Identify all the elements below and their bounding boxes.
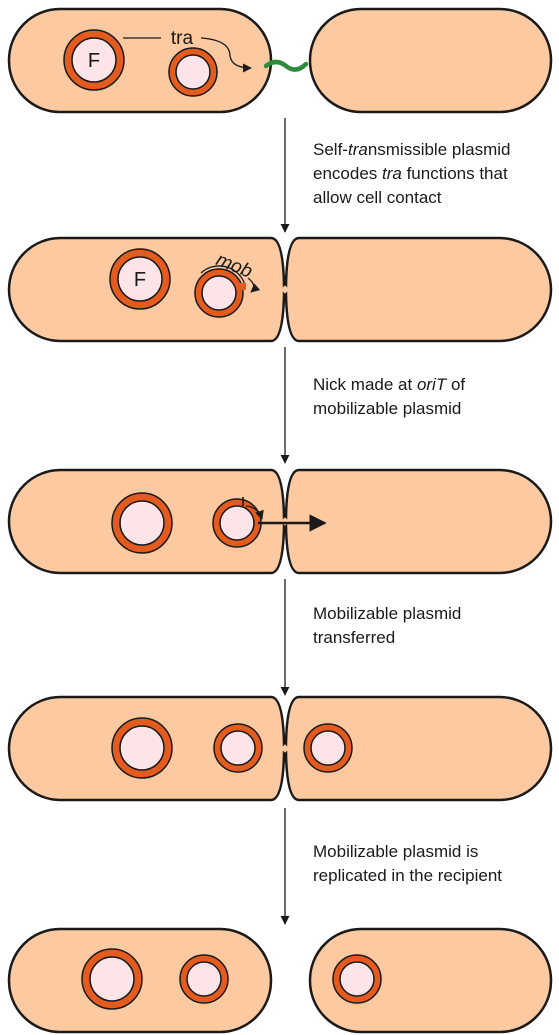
f-plasmid: F <box>64 30 124 90</box>
tra-label: tra <box>171 28 194 49</box>
caption-line: allow cell contact <box>313 186 559 210</box>
f-plasmid <box>112 718 172 778</box>
caption-line: mobilizable plasmid <box>313 397 559 421</box>
step-2-caption: Nick made at oriT of mobilizable plasmid <box>313 373 559 421</box>
row-3-nicked-transfer <box>9 470 551 573</box>
f-plasmid <box>82 949 142 1009</box>
caption-line: Mobilizable plasmid is <box>313 840 559 864</box>
mobilizable-plasmid <box>180 955 228 1003</box>
caption-line: replicated in the recipient <box>313 864 559 888</box>
row-1-separate-cells: F tra <box>9 9 551 112</box>
caption-line: transferred <box>313 626 559 650</box>
row-2-cell-contact: F mob <box>9 238 551 341</box>
f-plasmid: F <box>110 249 170 309</box>
step-4-caption: Mobilizable plasmid is replicated in the… <box>313 840 559 888</box>
caption-line: encodes tra functions that <box>313 162 559 186</box>
f-plasmid <box>112 493 172 553</box>
step-1-caption: Self-transmissible plasmid encodes tra f… <box>313 138 559 210</box>
mating-pair <box>9 238 551 341</box>
row-4-transferred <box>9 697 551 800</box>
row-5-separated <box>9 929 551 1032</box>
mobilizable-plasmid <box>214 724 262 772</box>
mobilizable-plasmid <box>169 48 217 96</box>
orit-site <box>237 283 246 290</box>
f-plasmid-label: F <box>88 50 100 72</box>
mobilizable-plasmid-recipient <box>304 724 352 772</box>
mating-pair <box>9 470 551 573</box>
recipient-cell <box>310 9 551 112</box>
mating-pair <box>9 697 551 800</box>
step-3-caption: Mobilizable plasmid transferred <box>313 602 559 650</box>
f-plasmid-label: F <box>134 269 146 291</box>
caption-line: Nick made at oriT of <box>313 373 559 397</box>
mobilizable-plasmid-recipient <box>333 955 381 1003</box>
mobilizable-plasmid <box>213 499 261 547</box>
caption-line: Mobilizable plasmid <box>313 602 559 626</box>
caption-line: Self-transmissible plasmid <box>313 138 559 162</box>
